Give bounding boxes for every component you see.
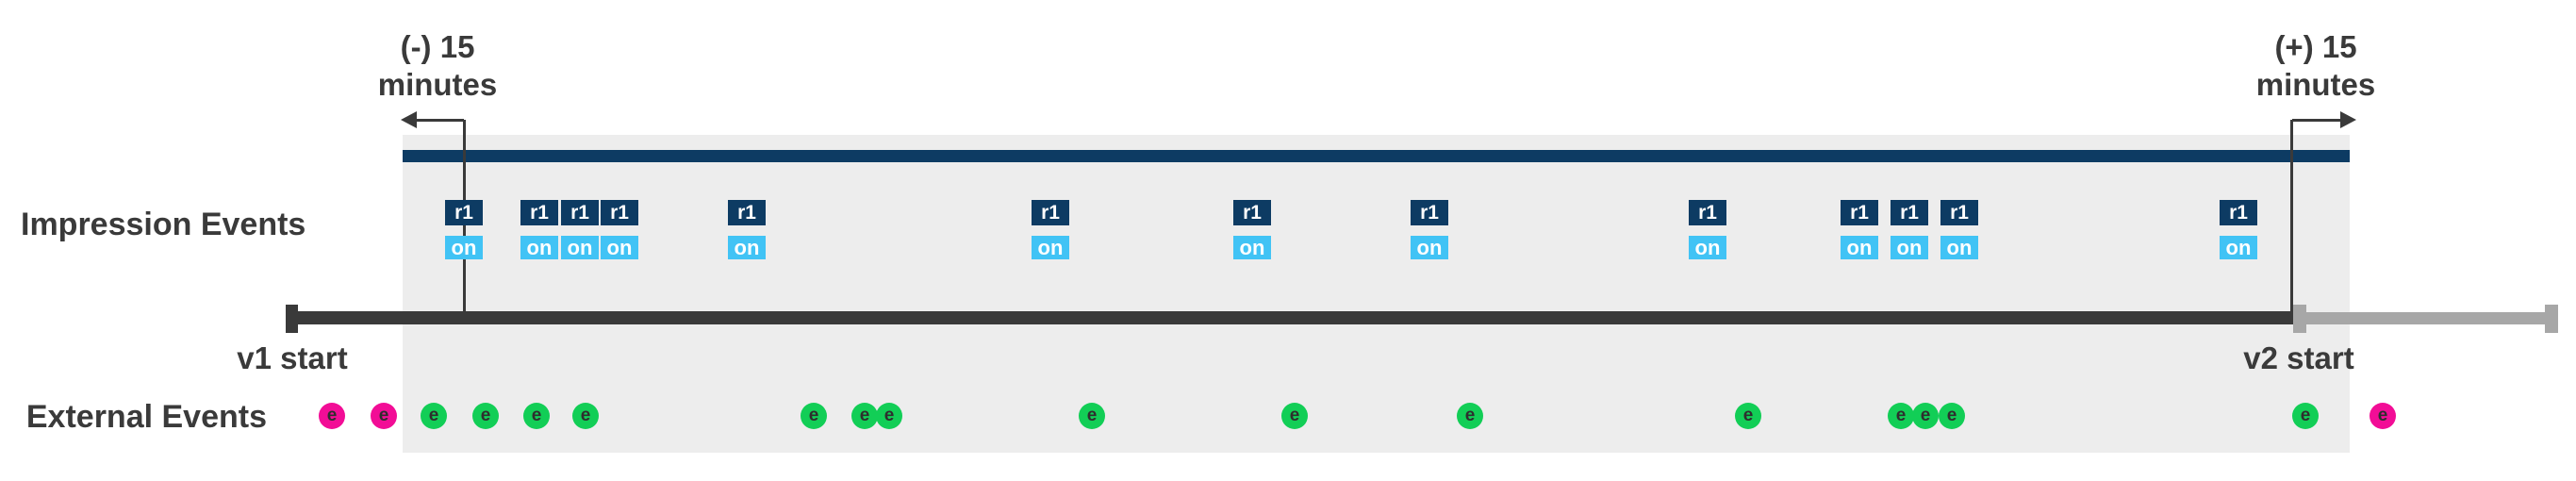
external-event-dot: e (801, 403, 827, 429)
rule-badge: r1 (1841, 200, 1878, 225)
timeline-v1-segment (286, 311, 2293, 324)
minus-15-arrow-line (415, 119, 464, 122)
rule-badge: r1 (1411, 200, 1448, 225)
version-span-bar (403, 150, 2350, 162)
external-event-dot: e (1939, 403, 1965, 429)
external-event-dot: e (371, 403, 397, 429)
impression-event: r1 on (1233, 200, 1271, 259)
impression-event: r1 on (728, 200, 766, 259)
external-event-dot: e (1912, 403, 1939, 429)
external-event-dot: e (1888, 403, 1914, 429)
external-event-dot: e (2292, 403, 2319, 429)
minus-15-line1: (-) 15 (400, 29, 475, 64)
plus-15-line1: (+) 15 (2274, 29, 2357, 64)
status-badge: on (1032, 236, 1069, 259)
plus-15-arrow-line (2292, 119, 2341, 122)
status-badge: on (1841, 236, 1878, 259)
plus-15-line2: minutes (2255, 67, 2376, 102)
plus-15-annotation: (+) 15 minutes (2212, 28, 2419, 104)
rule-badge: r1 (601, 200, 638, 225)
timeline-v2-segment (2293, 312, 2558, 324)
status-badge: on (520, 236, 558, 259)
status-badge: on (561, 236, 599, 259)
external-event-dot: e (523, 403, 550, 429)
arrow-right-icon (2340, 111, 2356, 128)
analysis-window-panel (403, 135, 2350, 453)
arrow-left-icon (401, 111, 417, 128)
external-event-dot: e (1079, 403, 1105, 429)
plus-15-connector-line (2290, 120, 2293, 312)
status-badge: on (601, 236, 638, 259)
external-event-dot: e (2370, 403, 2396, 429)
external-event-dot: e (319, 403, 345, 429)
rule-badge: r1 (1689, 200, 1726, 225)
external-event-dot: e (851, 403, 878, 429)
v2-start-label: v2 start (2243, 340, 2354, 375)
external-events-label: External Events (25, 399, 267, 435)
external-event-dot: e (421, 403, 447, 429)
impression-event: r1 on (1032, 200, 1069, 259)
rule-badge: r1 (1233, 200, 1271, 225)
impression-event: r1 on (445, 200, 483, 259)
external-event-dot: e (572, 403, 599, 429)
v1-start-label: v1 start (237, 340, 348, 375)
impression-event: r1 on (520, 200, 558, 259)
status-badge: on (1233, 236, 1271, 259)
rule-badge: r1 (561, 200, 599, 225)
rule-badge: r1 (520, 200, 558, 225)
status-badge: on (728, 236, 766, 259)
impression-event: r1 on (2220, 200, 2257, 259)
external-event-dot: e (1735, 403, 1761, 429)
status-badge: on (445, 236, 483, 259)
status-badge: on (1940, 236, 1978, 259)
impression-event: r1 on (1841, 200, 1878, 259)
impression-event: r1 on (561, 200, 599, 259)
impression-event: r1 on (1411, 200, 1448, 259)
rule-badge: r1 (1032, 200, 1069, 225)
rule-badge: r1 (1940, 200, 1978, 225)
impression-event: r1 on (1891, 200, 1928, 259)
status-badge: on (1411, 236, 1448, 259)
rule-badge: r1 (1891, 200, 1928, 225)
external-event-dot: e (1457, 403, 1483, 429)
minus-15-annotation: (-) 15 minutes (334, 28, 541, 104)
external-event-dot: e (472, 403, 499, 429)
status-badge: on (2220, 236, 2257, 259)
timeline-v2-end-cap (2545, 305, 2558, 333)
external-event-dot: e (1281, 403, 1308, 429)
impression-events-label: Impression Events (21, 207, 306, 242)
impression-event: r1 on (1689, 200, 1726, 259)
rule-badge: r1 (2220, 200, 2257, 225)
external-event-dot: e (876, 403, 902, 429)
minus-15-line2: minutes (377, 67, 498, 102)
impression-event: r1 on (1940, 200, 1978, 259)
rule-badge: r1 (728, 200, 766, 225)
timeline-v2-start-cap (2293, 305, 2306, 333)
impression-event: r1 on (601, 200, 638, 259)
timeline-v1-start-cap (286, 305, 298, 333)
rule-badge: r1 (445, 200, 483, 225)
status-badge: on (1891, 236, 1928, 259)
status-badge: on (1689, 236, 1726, 259)
